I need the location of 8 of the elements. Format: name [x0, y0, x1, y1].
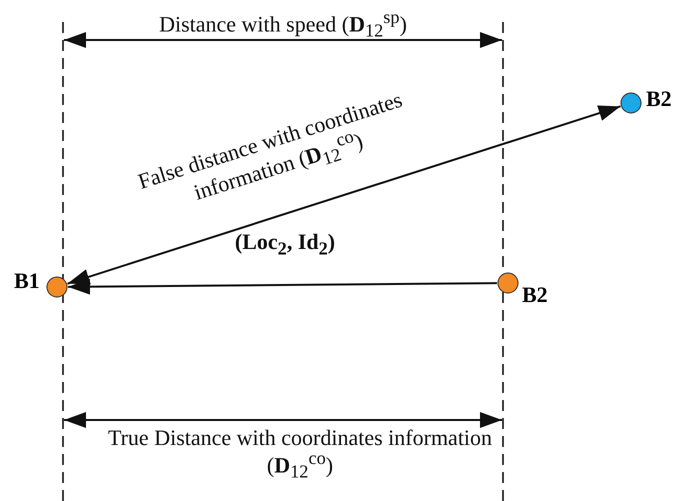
dimension-label: True Distance with coordinates information (D$_{12}$$^{co}$): [106, 426, 494, 482]
node-label: B2: [646, 86, 672, 112]
arrow: [67, 104, 621, 286]
edge-label: (Loc$_{2}$, Id$_{2}$): [234, 230, 336, 259]
node-label: B1: [14, 268, 40, 294]
arrow: [68, 278, 497, 295]
dimension-label: Distance with speed (D$_{12}$$^{sp}$): [158, 8, 408, 41]
node-label: B2: [522, 282, 548, 308]
